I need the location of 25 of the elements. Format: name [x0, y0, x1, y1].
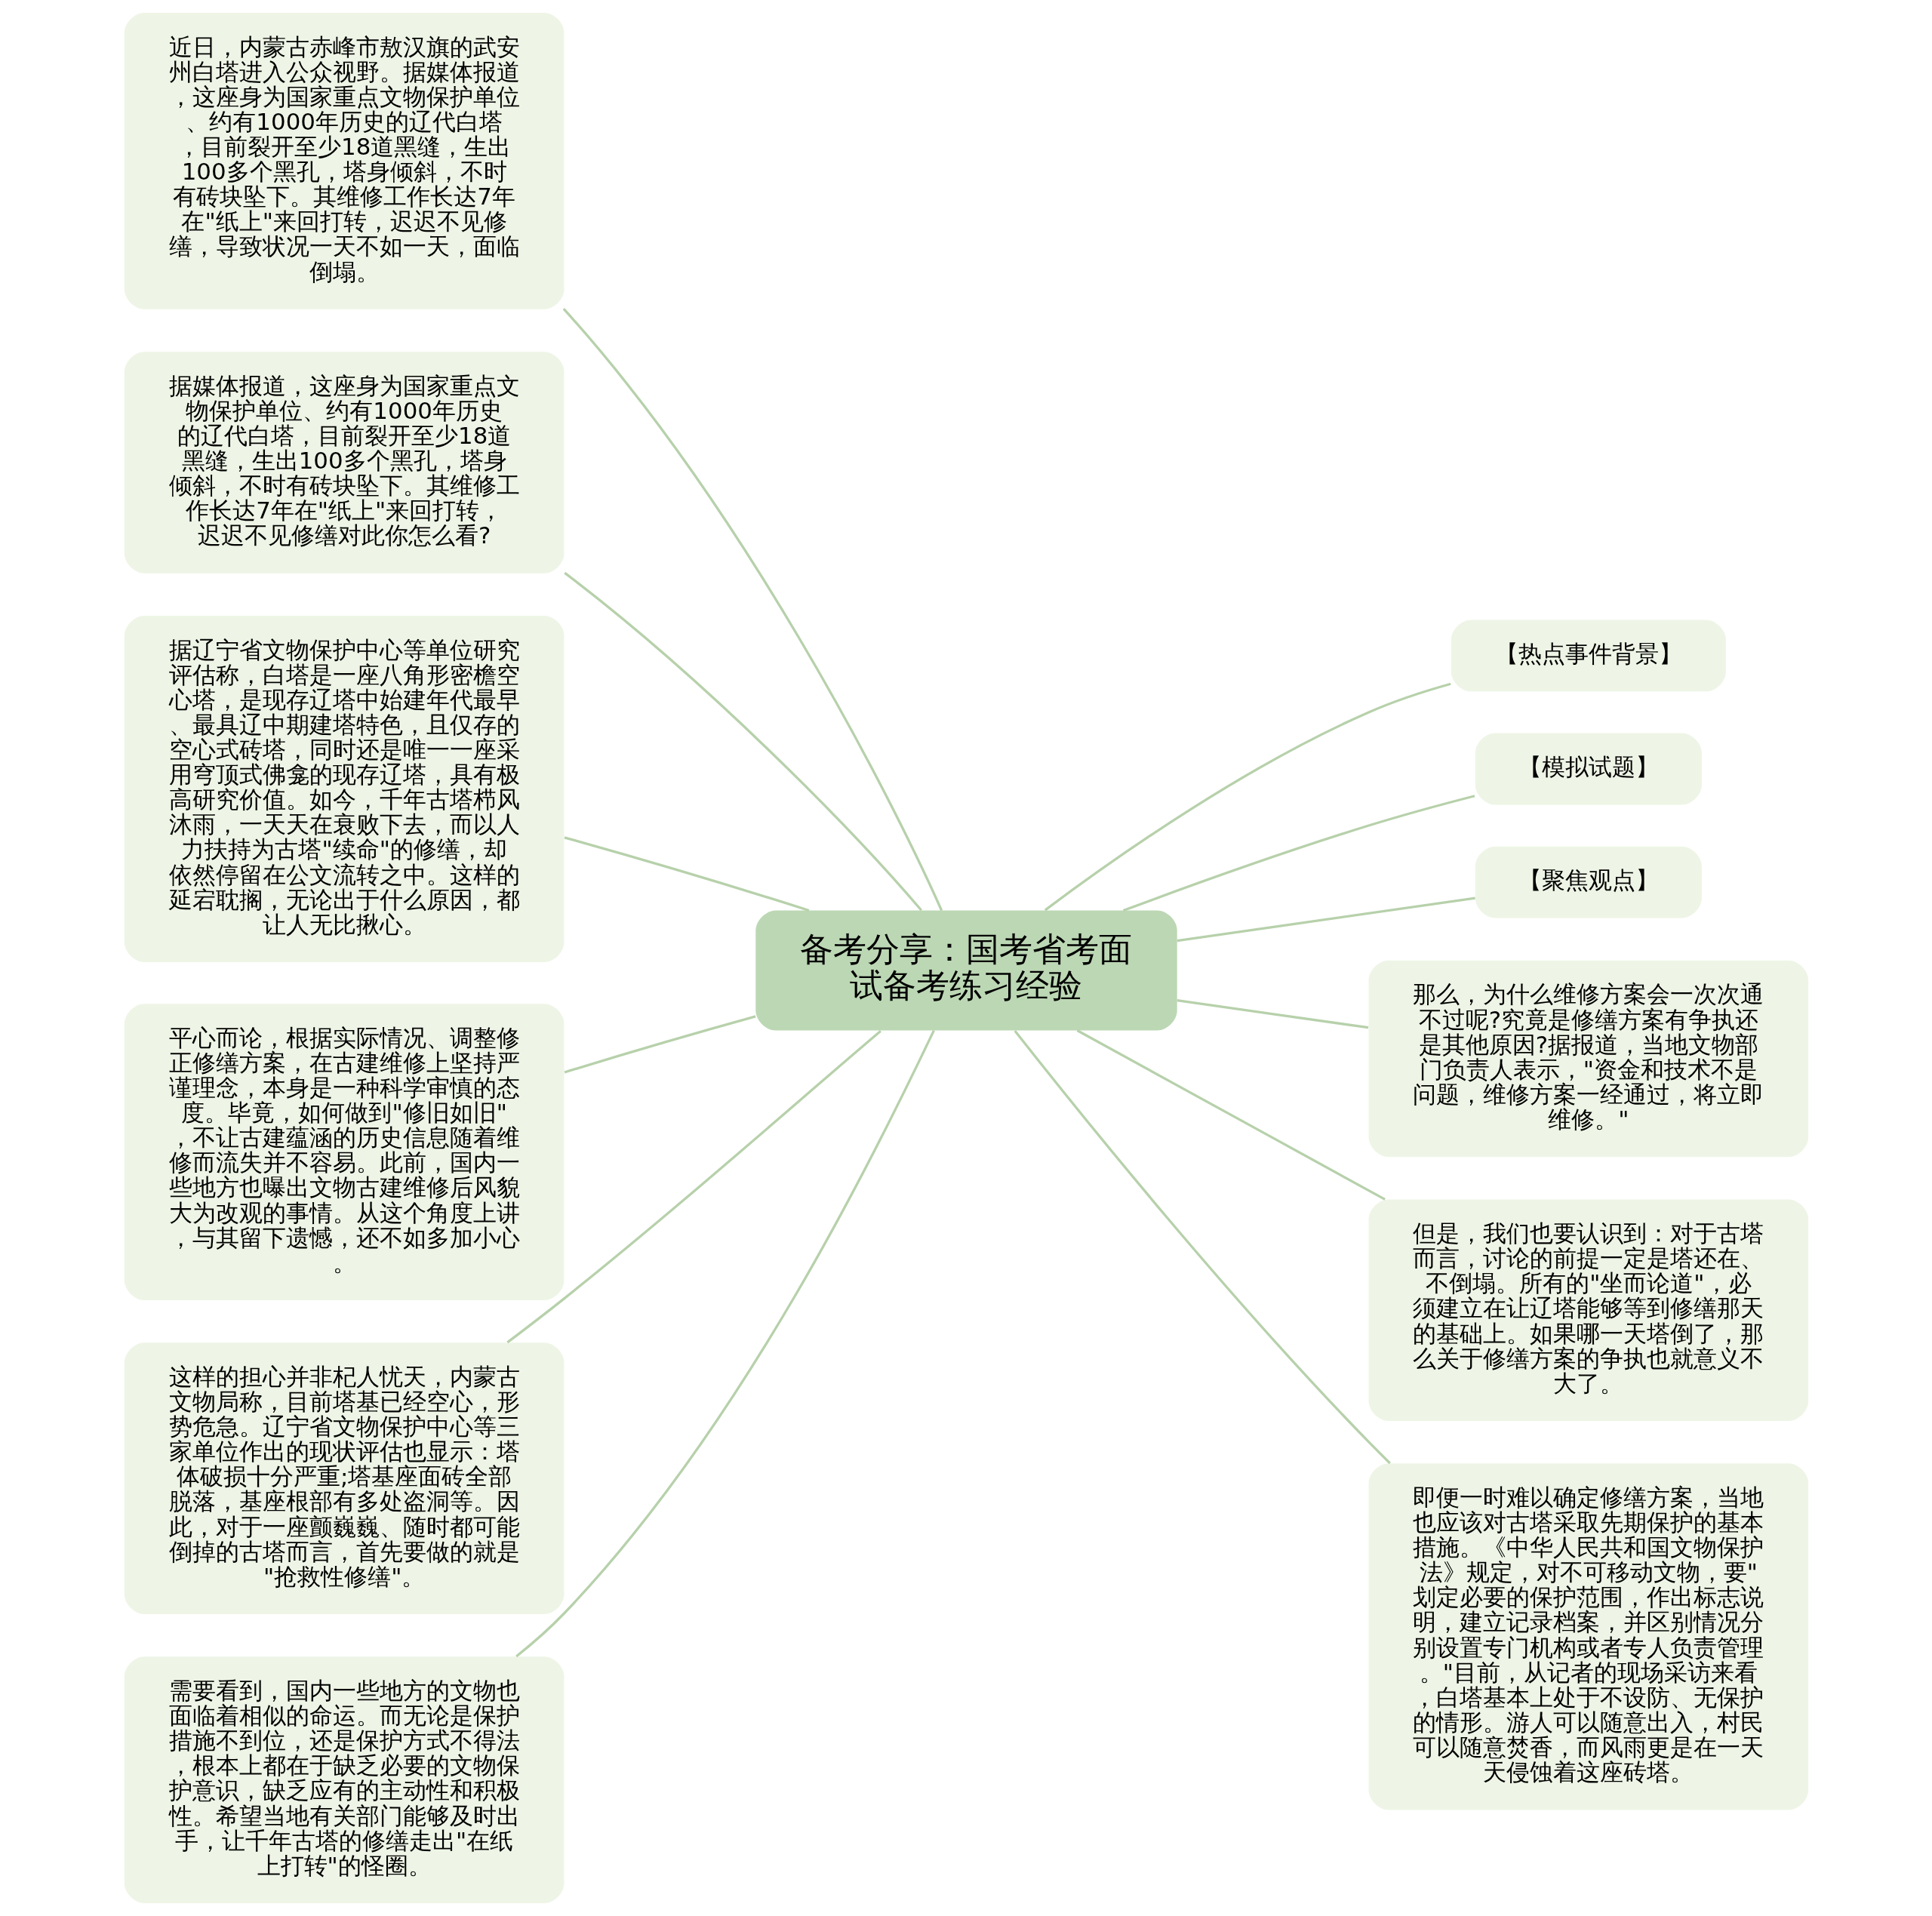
connector: [562, 308, 943, 912]
connector: [1044, 682, 1451, 912]
node-box: 备考分享：国考省考面试备考练习经验: [755, 910, 1177, 1031]
node-box: 这样的担心并非杞人忧天，内蒙古文物局称，目前塔基已经空心，形势危急。辽宁省文物保护中心等三家单位作出的现状评估也显示：塔体破损十分严重;塔基座面砖全部脱落，基座根部有多处盗洞等。因此，对于一座颤巍巍、随时都可能倒掉的古塔而言，首先要做的就是"抢救性修缮"。: [124, 1342, 564, 1615]
connector: [1177, 896, 1475, 943]
connector: [1122, 795, 1475, 912]
node-box: 即便一时难以确定修缮方案，当地也应该对古塔采取先期保护的基本措施。《中华人民共和国文物保护法》规定，对不可移动文物，要"划定必要的保护范围，作出标志说明，建立记录档案，并区别情况分别设置专门机构或者专人负责管理。"目前，从记者的现场采访来看，白塔基本上处于不设防、无保护的情形。游人可以随意出入，村民可以随意焚香，而风雨更是在一天天侵蚀着这座砖塔。: [1368, 1463, 1808, 1810]
node-box: 需要看到，国内一些地方的文物也面临着相似的命运。而无论是保护措施不到位，还是保护方式不得法，根本上都在于缺乏必要的文物保护意识，缺乏应有的主动性和积极性。希望当地有关部门能够及时出手，让千年古塔的修缮走出"在纸上打转"的怪圈。: [124, 1656, 564, 1903]
connector: [563, 571, 922, 912]
node-box: 那么，为什么维修方案会一次次通不过呢?究竟是修缮方案有争执还是其他原因?据报道，当地文物部门负责人表示，"资金和技术不是问题，维修方案一经通过，将立即维修。": [1368, 960, 1808, 1158]
node-box: 【聚焦观点】: [1475, 846, 1702, 918]
node-box: 但是，我们也要认识到：对于古塔而言，讨论的前提一定是塔还在、不倒塌。所有的"坐而论道"，必须建立在让辽塔能够等到修缮那天的基础上。如果哪一天塔倒了，那么关于修缮方案的争执也就意义不大了。: [1368, 1199, 1808, 1422]
connector: [506, 1030, 881, 1344]
connector: [515, 1029, 935, 1658]
connector: [1014, 1029, 1391, 1465]
connector: [1076, 1029, 1386, 1201]
connector: [564, 836, 809, 912]
node-box: 平心而论，根据实际情况、调整修正修缮方案，在古建维修上坚持严谨理念，本身是一种科学审慎的态度。毕竟，如何做到"修旧如旧"，不让古建蕴涵的历史信息随着维修而流失并不容易。此前，国内一些地方也曝出文物古建维修后风貌大为改观的事情。从这个角度上讲，与其留下遗憾，还不如多加小心。: [124, 1004, 564, 1301]
node-box: 据媒体报道，这座身为国家重点文物保护单位、约有1000年历史的辽代白塔，目前裂开至少18道黑缝，生出100多个黑孔，塔身倾斜，不时有砖块坠下。其维修工作长达7年在"纸上"来回打转，迟迟不见修缮对此你怎么看?: [124, 352, 564, 574]
connector: [564, 1015, 756, 1074]
node-box: 据辽宁省文物保护中心等单位研究评估称，白塔是一座八角形密檐空心塔，是现存辽塔中始建年代最早、最具辽中期建塔特色，且仅存的空心式砖塔，同时还是唯一一座采用穹顶式佛龛的现存辽塔，具有极高研究价值。如今，千年古塔栉风沐雨，一天天在衰败下去，而以人力扶持为古塔"续命"的修缮，却依然停留在公文流转之中。这样的延宕耽搁，无论出于什么原因，都让人无比揪心。: [124, 615, 564, 962]
connector: [1177, 998, 1368, 1029]
node-box: 近日，内蒙古赤峰市敖汉旗的武安州白塔进入公众视野。据媒体报道，这座身为国家重点文物保护单位、约有1000年历史的辽代白塔，目前裂开至少18道黑缝，生出100多个黑孔，塔身倾斜，不时有砖块坠下。其维修工作长达7年在"纸上"来回打转，迟迟不见修缮，导致状况一天不如一天，面临倒塌。: [124, 13, 564, 309]
node-box: 【热点事件背景】: [1451, 620, 1726, 692]
node-box: 【模拟试题】: [1475, 733, 1702, 805]
